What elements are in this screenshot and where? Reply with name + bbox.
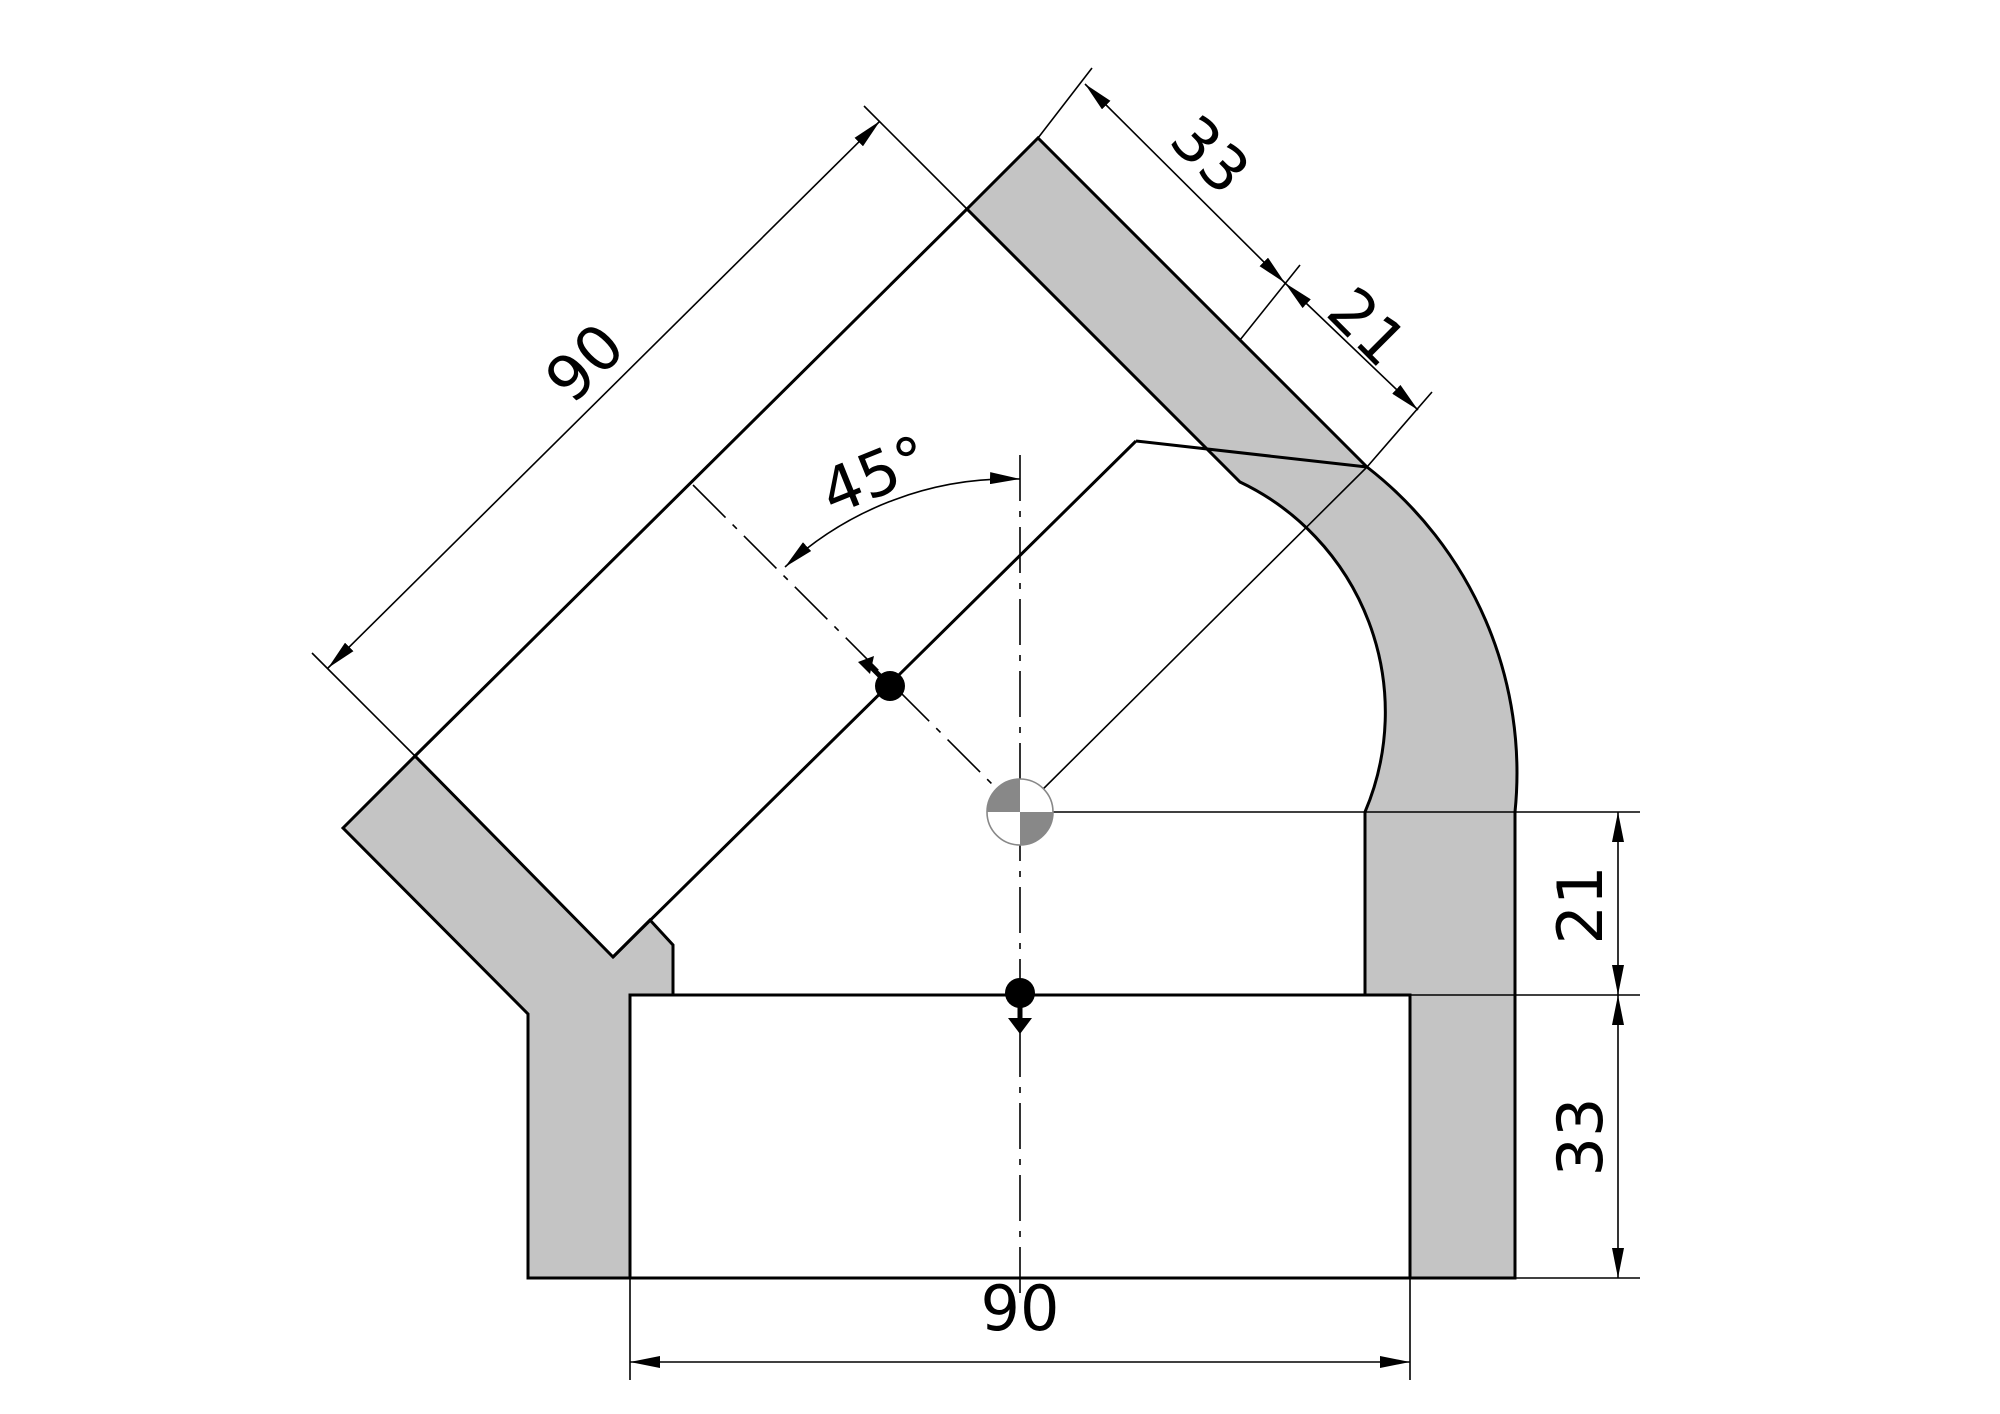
dimension-label-angle: 45° xyxy=(810,421,939,530)
dimension-label-bottom-offset: 21 xyxy=(1544,866,1617,945)
dimension-label-angled-offset: 21 xyxy=(1313,273,1420,380)
dimension-label-bottom-width: 90 xyxy=(981,1272,1060,1345)
diagonal-reference-line xyxy=(1019,466,1368,813)
dimension-label-angled-width: 90 xyxy=(531,309,638,416)
dimension-angle: 45° xyxy=(784,421,1021,568)
dimension-bottom-width: 90 xyxy=(629,1272,1411,1380)
angled-center-line xyxy=(692,484,1021,813)
origin-symbol xyxy=(986,778,1054,846)
angled-insertion-marker xyxy=(858,656,905,701)
angled-socket-inner-edge xyxy=(611,439,1138,959)
dimension-label-bottom-socket-depth: 33 xyxy=(1544,1098,1617,1177)
right-wall-section xyxy=(964,135,1519,1280)
dimension-right-vertical: 21 33 xyxy=(1410,812,1640,1279)
dimension-label-angled-socket-depth: 33 xyxy=(1156,101,1263,208)
bottom-insertion-marker xyxy=(1005,978,1035,1034)
bore-edge-right xyxy=(1135,439,1368,469)
left-wall-section xyxy=(340,753,675,1280)
